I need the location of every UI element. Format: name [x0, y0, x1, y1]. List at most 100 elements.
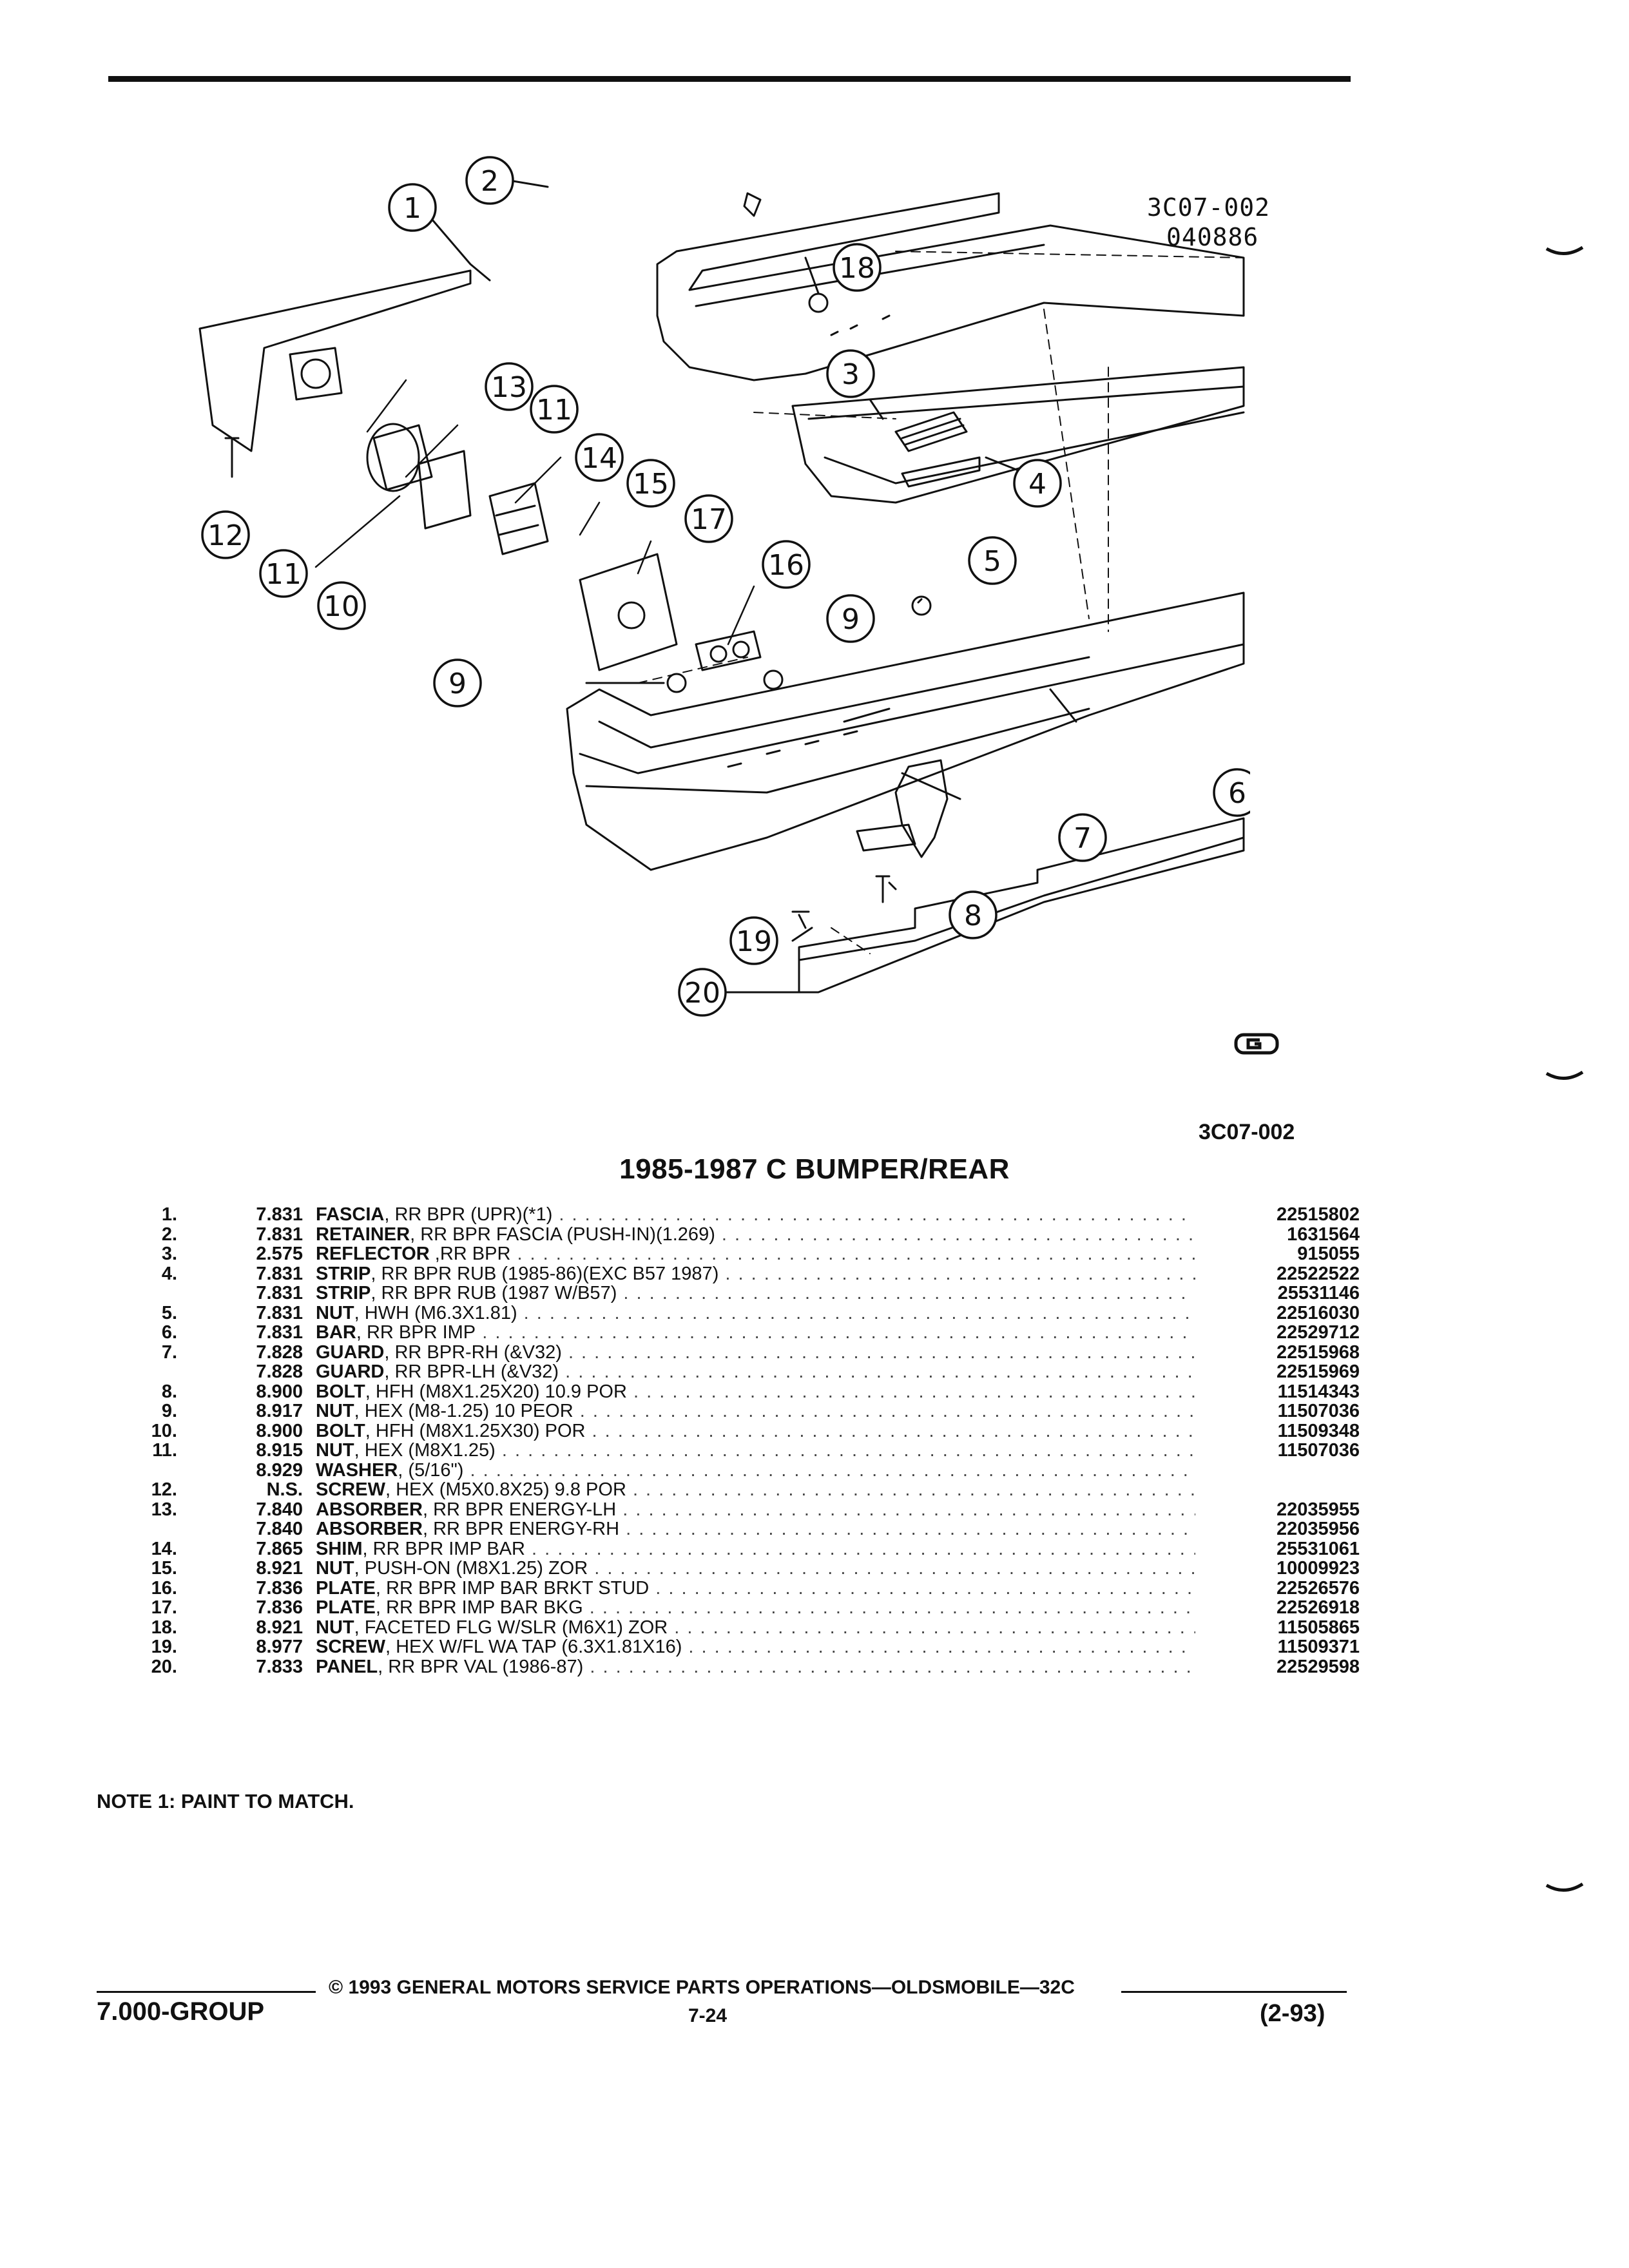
callout-2: 2	[465, 156, 514, 205]
part-name: REFLECTOR	[316, 1244, 430, 1264]
part-description: WASHER, (5/16") . . . . . . . . . . . . …	[316, 1461, 1195, 1481]
part-number: 915055	[1297, 1244, 1360, 1264]
item-number: 14.	[151, 1538, 177, 1559]
item-number: 3.	[161, 1244, 177, 1264]
group-number: 7.865	[256, 1538, 303, 1559]
part-name: PLATE	[316, 1598, 376, 1618]
leader-dots: . . . . . . . . . . . . . . . . . . . . …	[632, 1480, 1195, 1500]
part-description: NUT, FACETED FLG W/SLR (M6X1) ZOR . . . …	[316, 1618, 1195, 1638]
part-name: STRIP	[316, 1264, 371, 1283]
group-number: 7.831	[256, 1283, 303, 1303]
part-description: PLATE, RR BPR IMP BAR BKG . . . . . . . …	[316, 1598, 1195, 1618]
leader-dots: . . . . . . . . . . . . . . . . . . . . …	[501, 1441, 1195, 1461]
parts-row: 18. 8.921 NUT, FACETED FLG W/SLR (M6X1) ZO…	[97, 1617, 1360, 1638]
callout-10: 10	[317, 581, 366, 630]
part-spec: , RR BPR (UPR)(*1)	[384, 1205, 553, 1225]
part-description: NUT, HEX (M8-1.25) 10 PEOR . . . . . . .…	[316, 1401, 1195, 1421]
callout-18: 18	[833, 243, 882, 292]
part-name: NUT	[316, 1441, 354, 1461]
leader-dots: . . . . . . . . . . . . . . . . . . . . …	[517, 1244, 1195, 1264]
group-number: 7.828	[256, 1341, 303, 1363]
svg-text:9: 9	[448, 668, 467, 700]
part-name: WASHER	[316, 1460, 398, 1480]
part-description: PLATE, RR BPR IMP BAR BRKT STUD . . . . …	[316, 1579, 1195, 1599]
leader-dots: . . . . . . . . . . . . . . . . . . . . …	[626, 1519, 1195, 1539]
callout-13: 13	[485, 362, 534, 411]
group-number: 7.831	[256, 1224, 303, 1245]
part-number: 22515802	[1276, 1204, 1360, 1225]
part-number: 11509348	[1277, 1420, 1360, 1441]
group-number: 8.929	[256, 1459, 303, 1481]
part-name: SCREW	[316, 1637, 385, 1657]
valance-panel-drawing	[798, 817, 1245, 994]
page-number: 7-24	[688, 2005, 728, 2026]
part-number: 25531146	[1277, 1283, 1360, 1303]
parts-row: 9. 8.917 NUT, HEX (M8-1.25) 10 PEOR . . . …	[97, 1401, 1360, 1421]
group-number: 8.915	[256, 1440, 303, 1461]
svg-text:13: 13	[491, 371, 527, 404]
leader-dots: . . . . . . . . . . . . . . . . . . . . …	[633, 1381, 1195, 1401]
svg-text:19: 19	[736, 925, 772, 958]
parts-row: 8.929 WASHER, (5/16") . . . . . . . . . .…	[97, 1459, 1360, 1481]
svg-text:1: 1	[403, 192, 421, 225]
group-number: 8.921	[256, 1617, 303, 1638]
leader-dots: . . . . . . . . . . . . . . . . . . . . …	[592, 1421, 1195, 1441]
callout-9b: 9	[433, 658, 482, 707]
leader-dots: . . . . . . . . . . . . . . . . . . . . …	[721, 1224, 1195, 1244]
group-number: 7.840	[256, 1499, 303, 1520]
item-number: 5.	[161, 1302, 177, 1323]
absorber-drawing	[372, 424, 433, 491]
item-number: 2.	[161, 1224, 177, 1245]
nut-5-drawing	[911, 595, 932, 616]
item-number: 1.	[161, 1204, 177, 1225]
screw-19-drawing	[791, 910, 810, 929]
gm-logo-icon	[1234, 1033, 1279, 1055]
svg-text:5: 5	[983, 545, 1001, 578]
leader-dots: . . . . . . . . . . . . . . . . . . . . …	[565, 1362, 1195, 1382]
group-number: 7.831	[256, 1302, 303, 1323]
fascia-drawing	[656, 192, 1245, 381]
item-number: 9.	[161, 1401, 177, 1421]
group-number: 7.831	[256, 1322, 303, 1343]
group-number: 7.840	[256, 1519, 303, 1539]
part-description: NUT, HWH (M6.3X1.81) . . . . . . . . . .…	[316, 1303, 1195, 1323]
nut-9b-drawing	[666, 673, 687, 693]
part-number: 11507036	[1277, 1401, 1360, 1421]
part-number: 11514343	[1277, 1381, 1360, 1402]
leader-dots: . . . . . . . . . . . . . . . . . . . . …	[622, 1499, 1195, 1519]
callout-15: 15	[626, 459, 675, 508]
part-spec: , HWH (M6.3X1.81)	[354, 1303, 517, 1323]
part-spec: , RR BPR-RH (&V32)	[384, 1342, 562, 1362]
leader-dots: . . . . . . . . . . . . . . . . . . . . …	[532, 1539, 1195, 1559]
group-number: 2.575	[256, 1244, 303, 1264]
svg-text:16: 16	[768, 549, 804, 582]
part-name: PANEL	[316, 1657, 378, 1677]
part-spec: , RR BPR ENERGY-LH	[422, 1499, 617, 1519]
svg-text:6: 6	[1228, 777, 1246, 810]
group-number: 7.831	[256, 1204, 303, 1225]
figure-code: 3C07-002	[1147, 193, 1271, 222]
item-number: 18.	[151, 1617, 177, 1638]
leader-dots: . . . . . . . . . . . . . . . . . . . . …	[725, 1264, 1195, 1283]
part-number: 22515968	[1276, 1341, 1360, 1363]
svg-text:8: 8	[964, 899, 982, 932]
callout-4: 4	[1013, 459, 1062, 508]
svg-text:20: 20	[684, 977, 720, 1010]
item-number: 17.	[151, 1597, 177, 1618]
callout-9a: 9	[826, 594, 875, 643]
stud-plate-drawing	[695, 630, 762, 671]
leader-dots: . . . . . . . . . . . . . . . . . . . . …	[470, 1460, 1195, 1480]
item-number: 8.	[161, 1381, 177, 1402]
part-number: 11505865	[1277, 1617, 1360, 1638]
group-number: 8.917	[256, 1401, 303, 1421]
part-number: 22035956	[1276, 1519, 1360, 1539]
item-number: 11.	[152, 1440, 177, 1461]
group-number: 8.900	[256, 1420, 303, 1441]
part-spec: , HEX (M5X0.8X25) 9.8 POR	[385, 1480, 626, 1500]
